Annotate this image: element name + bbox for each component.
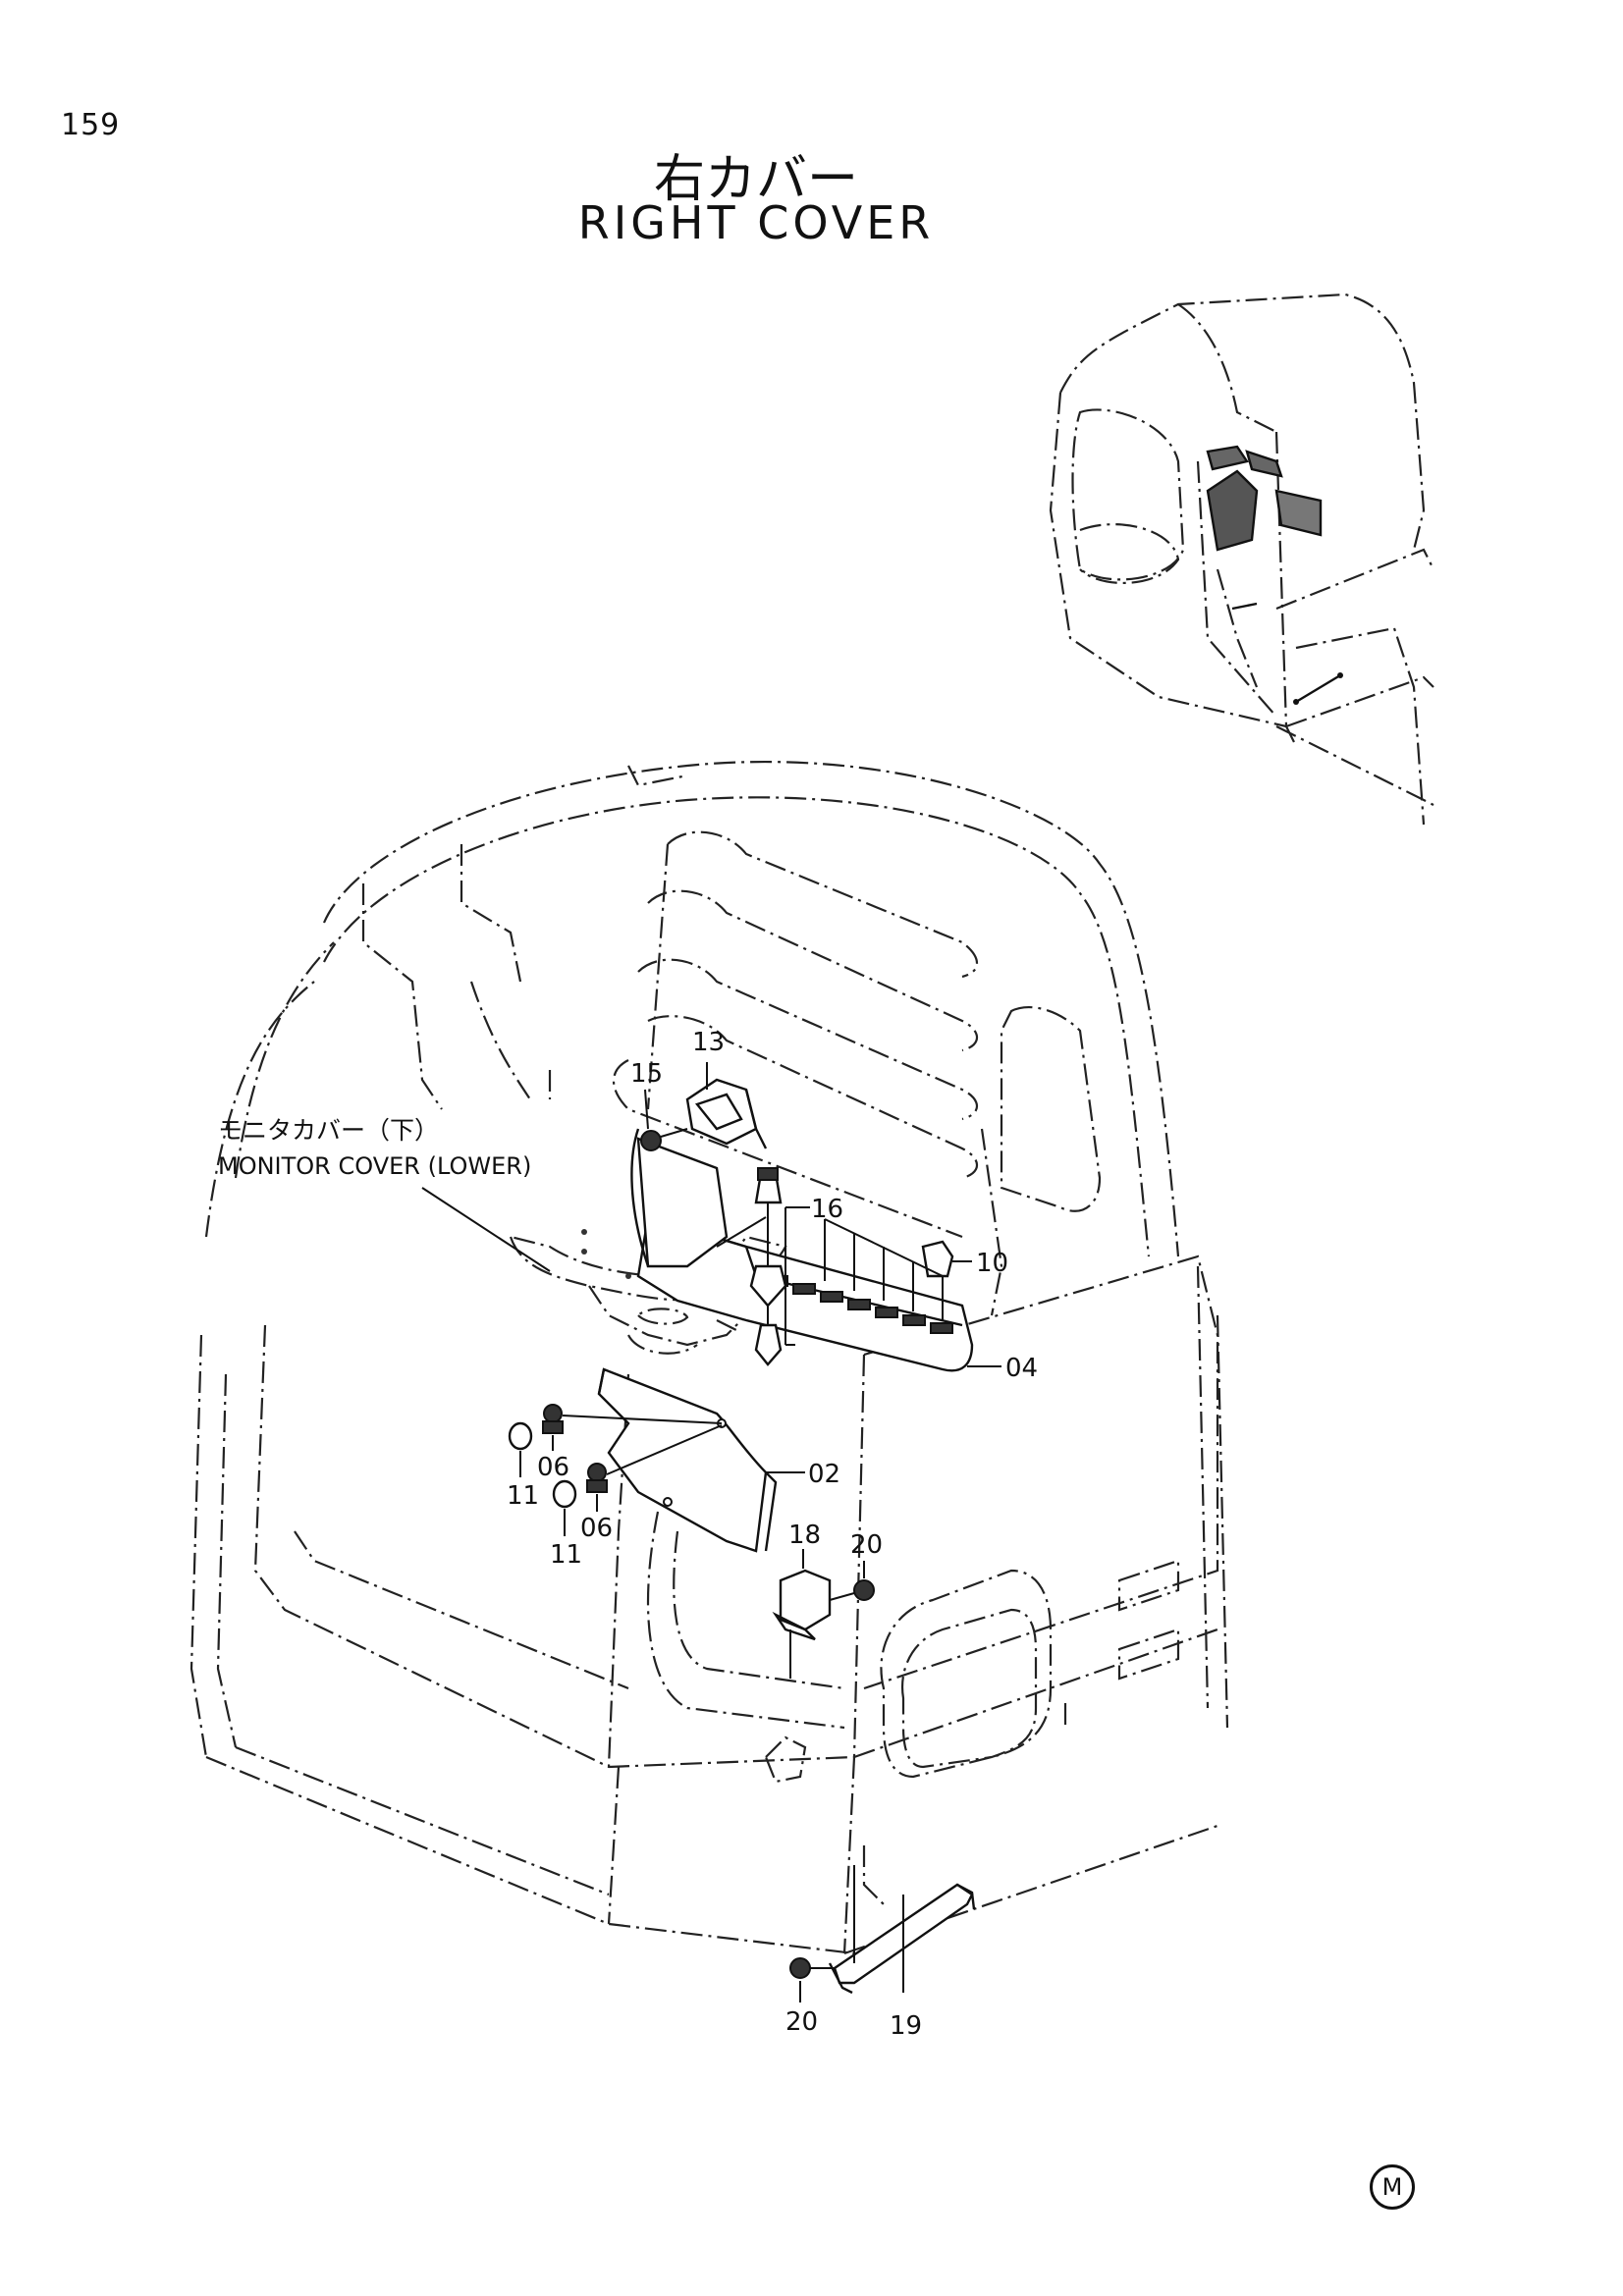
- part-16-fasteners: [716, 1167, 944, 1366]
- part-13-bracket: [685, 1078, 768, 1149]
- label-part-20-lower: 20: [785, 2007, 818, 2037]
- part-06-bolt-upper: [542, 1404, 723, 1434]
- label-part-16: 16: [811, 1195, 843, 1224]
- label-part-15: 15: [630, 1059, 663, 1089]
- title-english: RIGHT COVER: [577, 196, 935, 249]
- manufacturer-mark: M: [1370, 2164, 1415, 2210]
- part-06-bolt-lower: [586, 1424, 723, 1493]
- label-part-11-lower: 11: [550, 1540, 582, 1570]
- label-part-13: 13: [692, 1028, 725, 1057]
- cab-phantom-outline: [189, 760, 1229, 1955]
- callout-labels: モニタカバー（下） MONITOR COVER (LOWER) 13 15 16…: [218, 1028, 1038, 2041]
- part-18-bracket: [772, 1569, 855, 1679]
- label-part-04: 04: [1005, 1354, 1038, 1383]
- label-part-10: 10: [976, 1249, 1008, 1278]
- label-part-06-upper: 06: [537, 1453, 569, 1482]
- label-part-18: 18: [788, 1521, 821, 1550]
- part-15-bolt: [640, 1128, 688, 1151]
- part-11-cap-lower: [552, 1479, 577, 1509]
- part-10-clip: [921, 1240, 954, 1278]
- part-02-panel: [597, 1367, 778, 1553]
- cab-overview-inset: [1049, 293, 1434, 826]
- label-part-19: 19: [890, 2011, 922, 2041]
- part-20-bolt-upper: [853, 1579, 875, 1601]
- label-leaders: [421, 1062, 1001, 2002]
- title-japanese: 右カバー: [653, 150, 858, 209]
- label-part-20-upper: 20: [850, 1530, 883, 1560]
- part-04-cover: [630, 1128, 974, 1372]
- label-part-11-upper: 11: [507, 1481, 539, 1511]
- part-19-strap: [828, 1865, 976, 1995]
- page-number: 159: [61, 108, 121, 142]
- label-part-02: 02: [808, 1460, 840, 1489]
- part-11-cap-upper: [508, 1421, 533, 1451]
- label-part-06-lower: 06: [580, 1514, 613, 1543]
- label-monitor-cover-jp: モニタカバー（下）: [218, 1116, 439, 1145]
- part-20-bolt-lower: [789, 1957, 835, 1979]
- label-monitor-cover-en: MONITOR COVER (LOWER): [218, 1152, 531, 1180]
